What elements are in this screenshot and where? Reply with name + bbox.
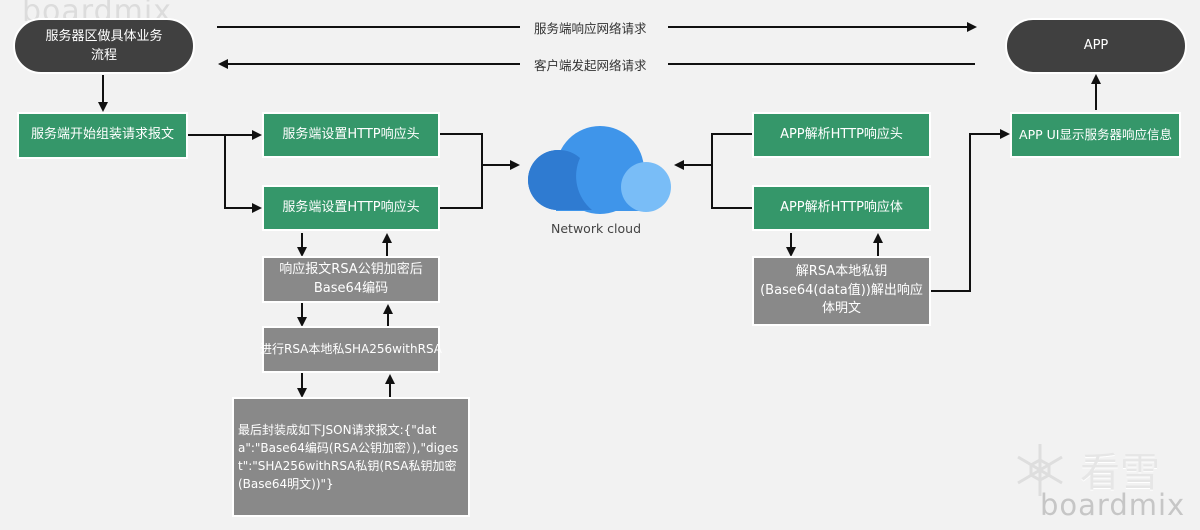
response-arrow-label: 服务端响应网络请求 [528,18,653,37]
server-flow-node[interactable]: 服务器区做具体业务流程 [13,18,195,74]
server-set-header-node-2[interactable]: 服务端设置HTTP响应头 [262,185,440,231]
server-set-header-node-1[interactable]: 服务端设置HTTP响应头 [262,112,440,158]
assemble-to-header2 [224,135,262,213]
app-parse-header-label: APP解析HTTP响应头 [780,126,903,142]
watermark-cn: 看雪 [1080,450,1160,496]
app-header-to-cloud [711,133,752,165]
app-body-to-cloud [711,165,752,209]
header1-to-cloud [440,133,483,165]
server-assemble-label: 服务端开始组装请求报文 [30,127,174,143]
server-assemble-node[interactable]: 服务端开始组装请求报文 [17,112,188,159]
json-final-node[interactable]: 最后封装成如下JSON请求报文:{"data":"Base64编码(RSA公钥加… [232,397,470,517]
header2-to-cloud [440,165,483,209]
request-arrow-label: 客户端发起网络请求 [528,55,653,74]
app-label: APP [1083,37,1109,53]
rsa-decrypt-node[interactable]: 解RSA本地私钥(Base64(data值))解出响应体明文 [752,256,931,326]
server-set-header-label-2: 服务端设置HTTP响应头 [282,199,420,215]
network-cloud-label: Network cloud [551,221,642,236]
sha-sign-node[interactable]: 进行RSA本地私SHA256withRSA [260,326,442,373]
app-parse-header-node[interactable]: APP解析HTTP响应头 [752,112,931,158]
rsa-encrypt-node[interactable]: 响应报文RSA公钥加密后Base64编码 [262,256,440,303]
rsa-encrypt-label: 响应报文RSA公钥加密后Base64编码 [279,261,423,296]
cloud-right-lobe [621,162,671,212]
decrypt-to-ui [930,129,1010,292]
server-set-header-label-1: 服务端设置HTTP响应头 [282,126,420,142]
app-parse-body-node[interactable]: APP解析HTTP响应体 [752,185,931,231]
network-cloud-icon [528,126,671,214]
app-ui-display-label: APP UI显示服务器响应信息 [1019,126,1172,142]
watermark-bottom: boardmix [1040,488,1186,522]
sha-sign-label: 进行RSA本地私SHA256withRSA [260,341,442,356]
snowflake-icon [1017,444,1063,496]
server-flow-label: 服务器区做具体业务流程 [45,28,163,64]
app-ui-display-node[interactable]: APP UI显示服务器响应信息 [1010,112,1181,158]
rsa-decrypt-label: 解RSA本地私钥(Base64(data值))解出响应体明文 [760,263,923,317]
app-node[interactable]: APP [1005,18,1187,74]
cloud-left-overlay [528,149,592,210]
json-final-label: 最后封装成如下JSON请求报文:{"data":"Base64编码(RSA公钥加… [238,423,459,491]
app-parse-body-label: APP解析HTTP响应体 [780,199,903,215]
